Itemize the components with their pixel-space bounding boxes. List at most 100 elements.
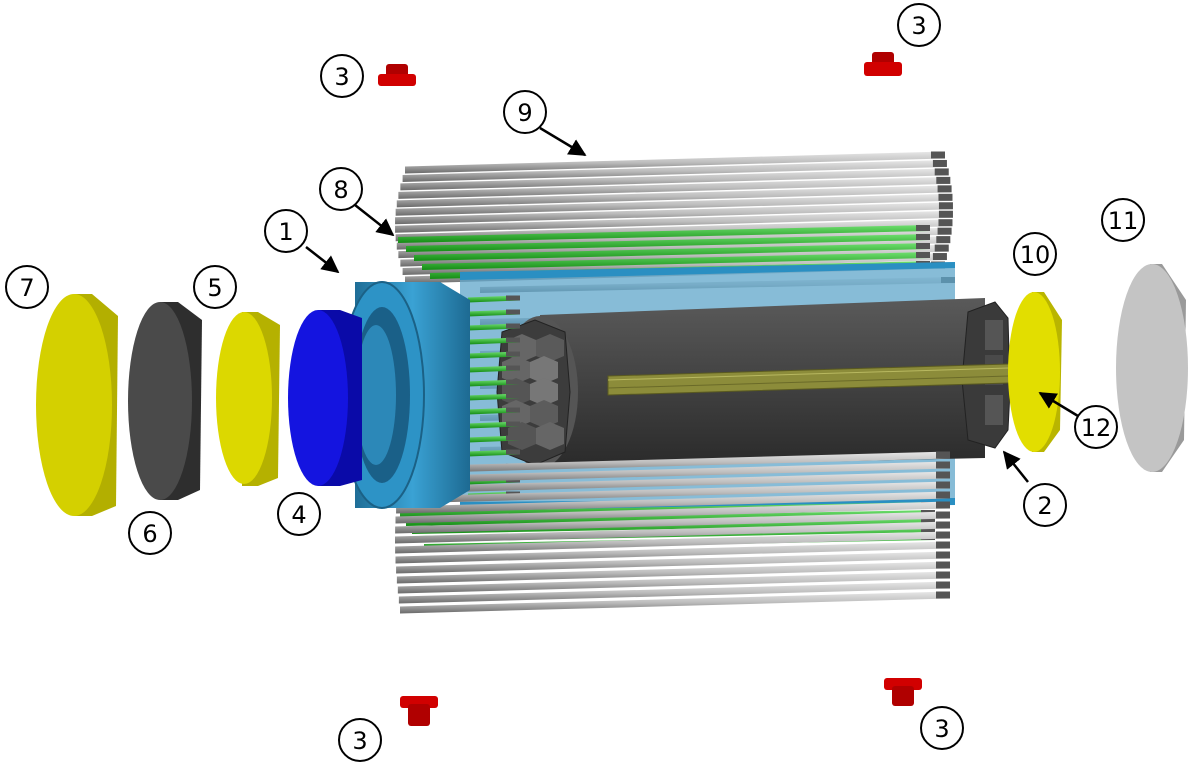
callout-8: 8	[319, 167, 363, 211]
gray-rod-cap	[936, 531, 950, 539]
green-rod-cap	[506, 379, 520, 385]
green-rod-cap	[506, 435, 520, 441]
green-rod	[422, 252, 930, 270]
gray-rod-cap	[938, 193, 953, 201]
callout-9-text: 9	[517, 99, 532, 127]
callout-arrows	[305, 126, 1079, 483]
callout-3-top-right: 3	[897, 3, 941, 47]
callout-3a-text: 3	[334, 63, 349, 91]
callout-11: 11	[1101, 198, 1145, 242]
dark-disk-part-6	[128, 302, 202, 500]
green-rod-cap	[506, 351, 520, 357]
callout-1: 1	[264, 209, 308, 253]
green-rod-cap	[916, 234, 930, 240]
green-rod-cap	[506, 393, 520, 399]
callout-3-bottom-right: 3	[920, 706, 964, 750]
gray-rod-cap	[938, 219, 953, 227]
callout-6: 6	[128, 511, 172, 555]
gray-rod	[396, 185, 952, 208]
callout-3b-text: 3	[911, 12, 926, 40]
yellow-disk-part-5	[216, 312, 280, 486]
green-rod	[414, 243, 930, 261]
gray-rod-cap	[936, 471, 950, 479]
gray-rod-cap	[937, 185, 952, 193]
gray-rod-cap	[936, 551, 950, 559]
yellow-disk-part-10	[1008, 292, 1062, 452]
green-rod-cap	[506, 421, 520, 427]
gray-rod-cap	[936, 591, 950, 599]
blue-disk-part-4	[288, 310, 362, 486]
gray-rod-cap	[936, 541, 950, 549]
callout-1-text: 1	[278, 218, 293, 246]
gray-rod	[395, 531, 950, 554]
gray-rod-cap	[937, 227, 952, 235]
callout-11-text: 11	[1108, 207, 1139, 235]
red-part-3-bottom-right	[884, 678, 922, 706]
green-rod-cap	[916, 243, 930, 249]
gray-rod-cap	[936, 521, 950, 529]
gray-rod	[400, 168, 949, 191]
callout-12: 12	[1074, 405, 1118, 449]
gray-rod-cap	[934, 168, 949, 176]
gray-rod-cap	[936, 461, 950, 469]
gray-rod	[400, 591, 950, 614]
gray-rod-cap	[938, 210, 953, 218]
gray-rod-cap	[934, 244, 949, 252]
gray-rod	[397, 571, 950, 594]
callout-3-bottom-left: 3	[338, 718, 382, 762]
gray-rod	[400, 451, 950, 474]
red-part-3-top-right	[864, 52, 902, 76]
green-rod	[406, 510, 935, 526]
callout-3d-text: 3	[934, 715, 949, 743]
green-rod-cap	[506, 323, 520, 329]
green-rod	[398, 225, 930, 243]
gray-rod	[396, 481, 950, 504]
gray-rod-cap	[936, 481, 950, 489]
red-part-3-top-left	[378, 64, 416, 86]
gray-rod-cap	[936, 491, 950, 499]
gray-rod	[402, 159, 947, 182]
gray-rod	[395, 521, 950, 544]
green-rod-cap	[506, 365, 520, 371]
gray-rod-cap	[936, 561, 950, 569]
gray-rod	[396, 561, 950, 584]
gray-rod-cap	[936, 176, 951, 184]
callout-7: 7	[5, 265, 49, 309]
gray-rod-cap	[936, 236, 951, 244]
callout-5: 5	[193, 265, 237, 309]
gray-rod	[398, 176, 951, 199]
callout-4: 4	[277, 492, 321, 536]
gray-rod	[398, 581, 950, 604]
green-rod-cap	[506, 337, 520, 343]
green-rod-cap	[921, 518, 935, 524]
green-rod-cap	[506, 449, 520, 455]
yellow-disk-part-7	[36, 294, 118, 516]
outer-gray-rods-front	[395, 451, 951, 614]
green-rod-cap	[506, 295, 520, 301]
callout-3c-text: 3	[352, 727, 367, 755]
callout-5-text: 5	[207, 274, 222, 302]
gray-rod	[396, 491, 951, 514]
green-rod-cap	[506, 309, 520, 315]
gray-rod	[396, 551, 951, 574]
gray-rod-cap	[936, 571, 950, 579]
callout-2: 2	[1023, 483, 1067, 527]
gray-rod	[395, 210, 953, 233]
green-rod	[406, 234, 930, 252]
green-rod-cap	[506, 407, 520, 413]
central-core-cylinder	[496, 298, 1043, 468]
gray-rod-cap	[931, 151, 945, 159]
gray-rod	[405, 151, 945, 174]
gray-rod	[395, 541, 951, 564]
gray-rod	[395, 511, 950, 534]
light-gray-disk-part-11	[1116, 264, 1188, 472]
callout-2-text: 2	[1037, 492, 1052, 520]
callout-3-top-left: 3	[320, 54, 364, 98]
gray-rod-cap	[936, 511, 950, 519]
gray-rod-cap	[932, 159, 947, 167]
gray-rod	[397, 471, 950, 494]
callout-9: 9	[503, 90, 547, 134]
green-rod-cap	[916, 225, 930, 231]
gray-rod	[395, 501, 951, 524]
